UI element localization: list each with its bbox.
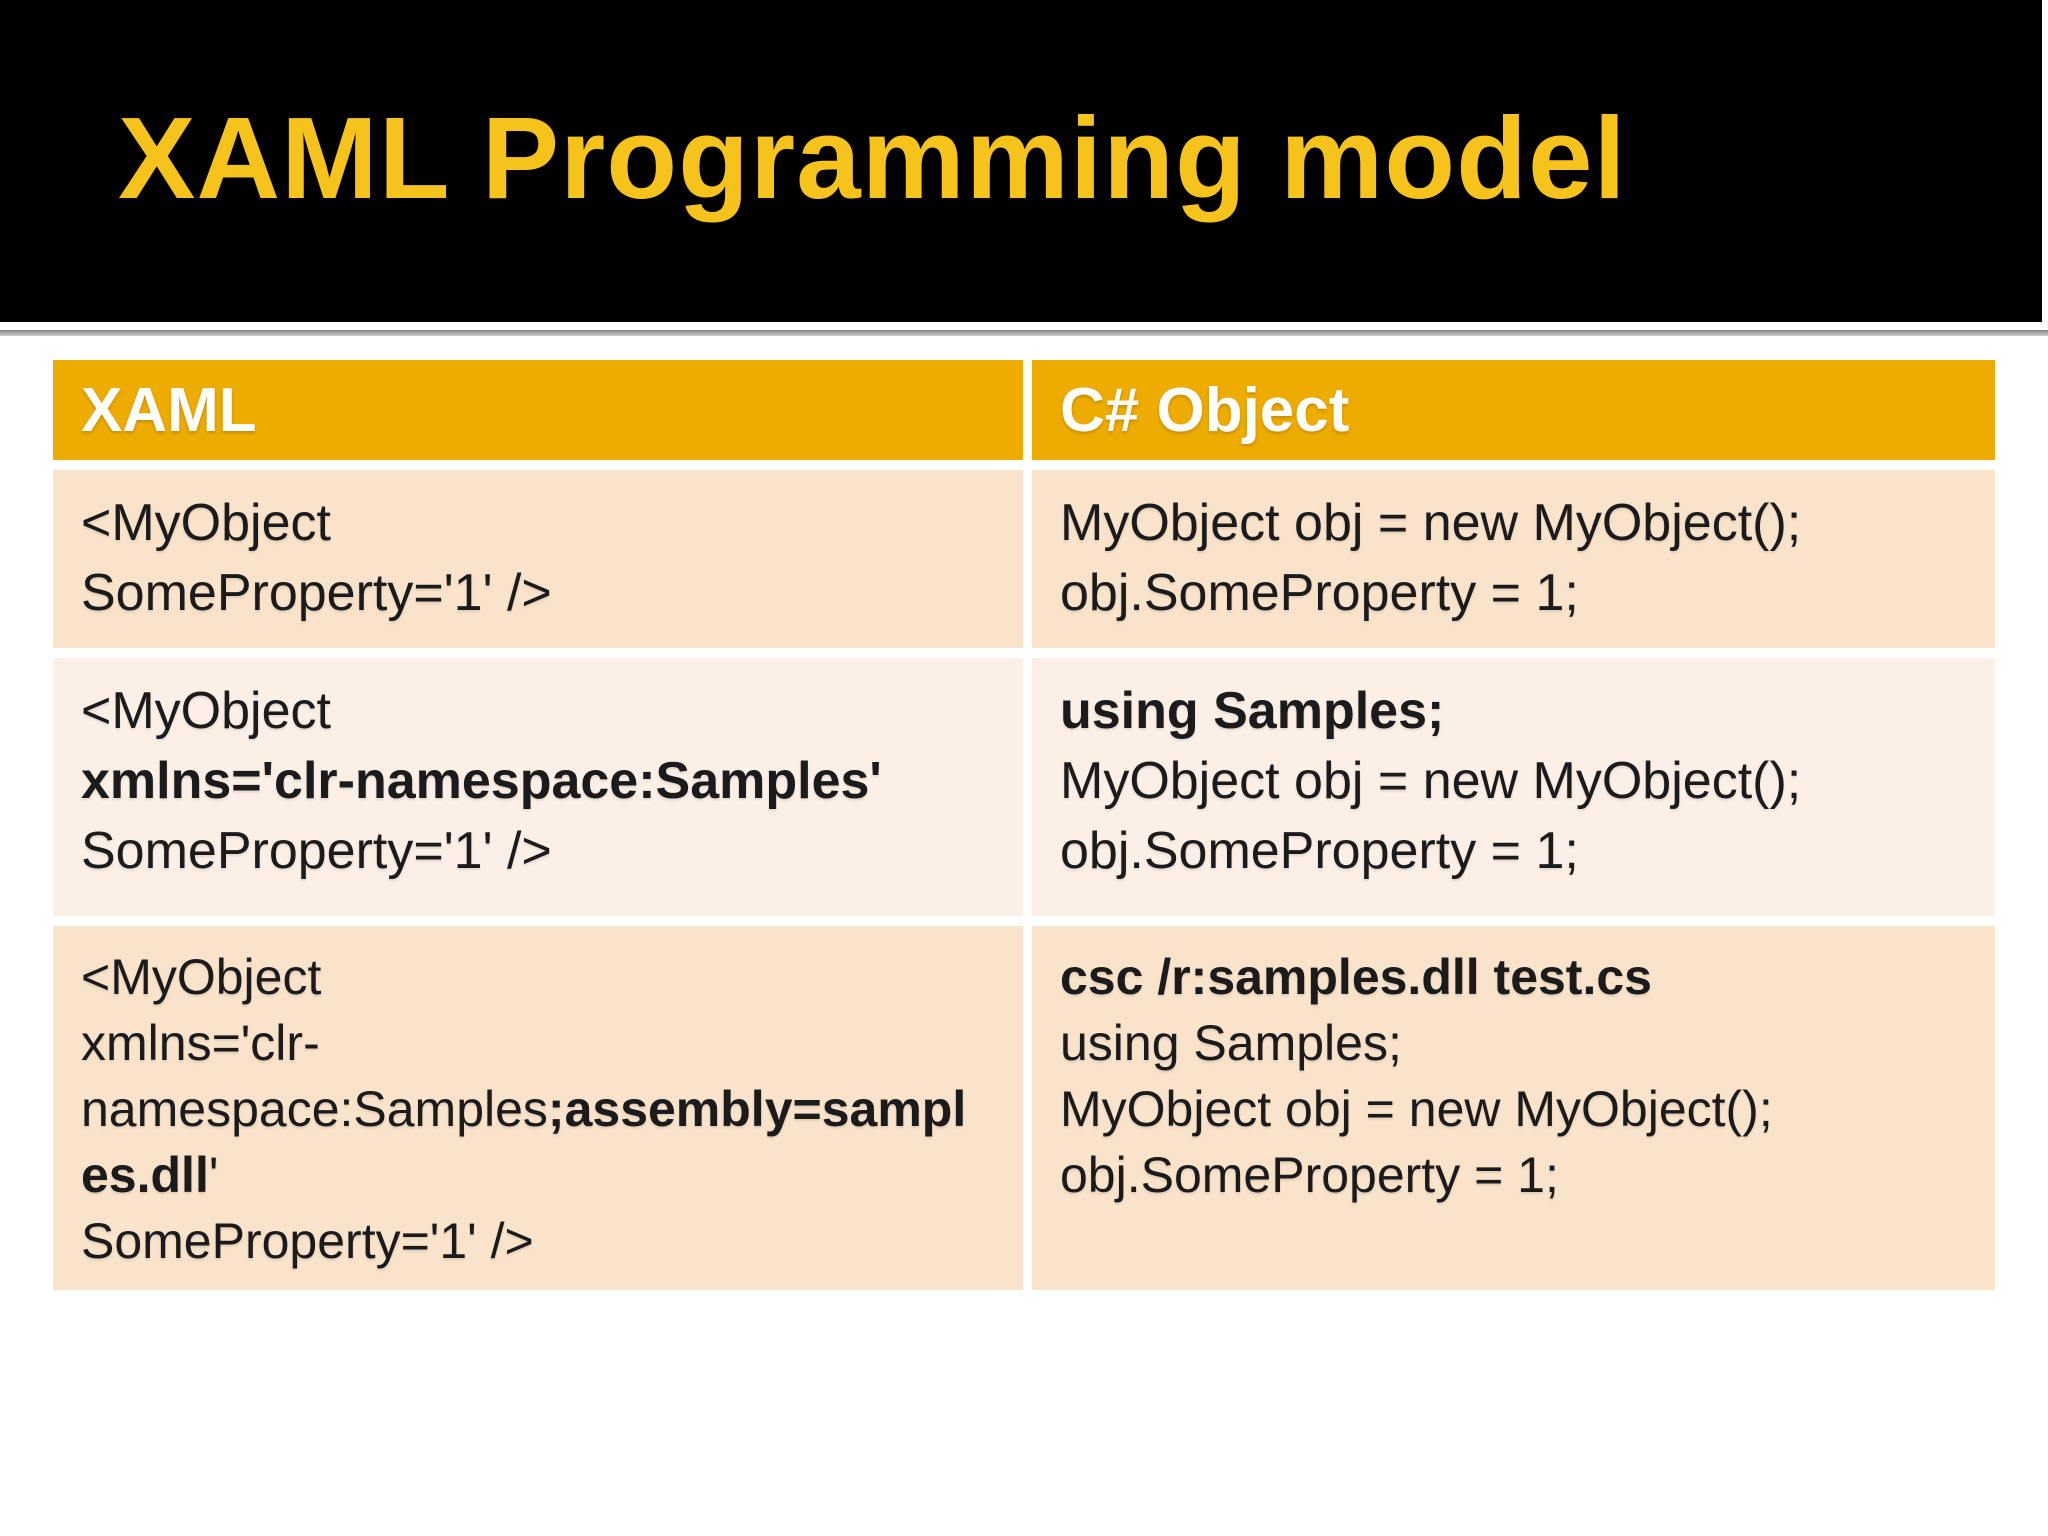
title-bar: XAML Programming model <box>0 0 2042 322</box>
table-cell: MyObject obj = new MyObject();obj.SomePr… <box>1032 470 1995 648</box>
table-header-csharp-object: C# Object <box>1032 360 1995 460</box>
table-header-xaml: XAML <box>53 360 1023 460</box>
separator-line <box>0 330 2048 336</box>
table-cell: using Samples;MyObject obj = new MyObjec… <box>1032 658 1995 916</box>
page-title: XAML Programming model <box>118 93 1627 223</box>
